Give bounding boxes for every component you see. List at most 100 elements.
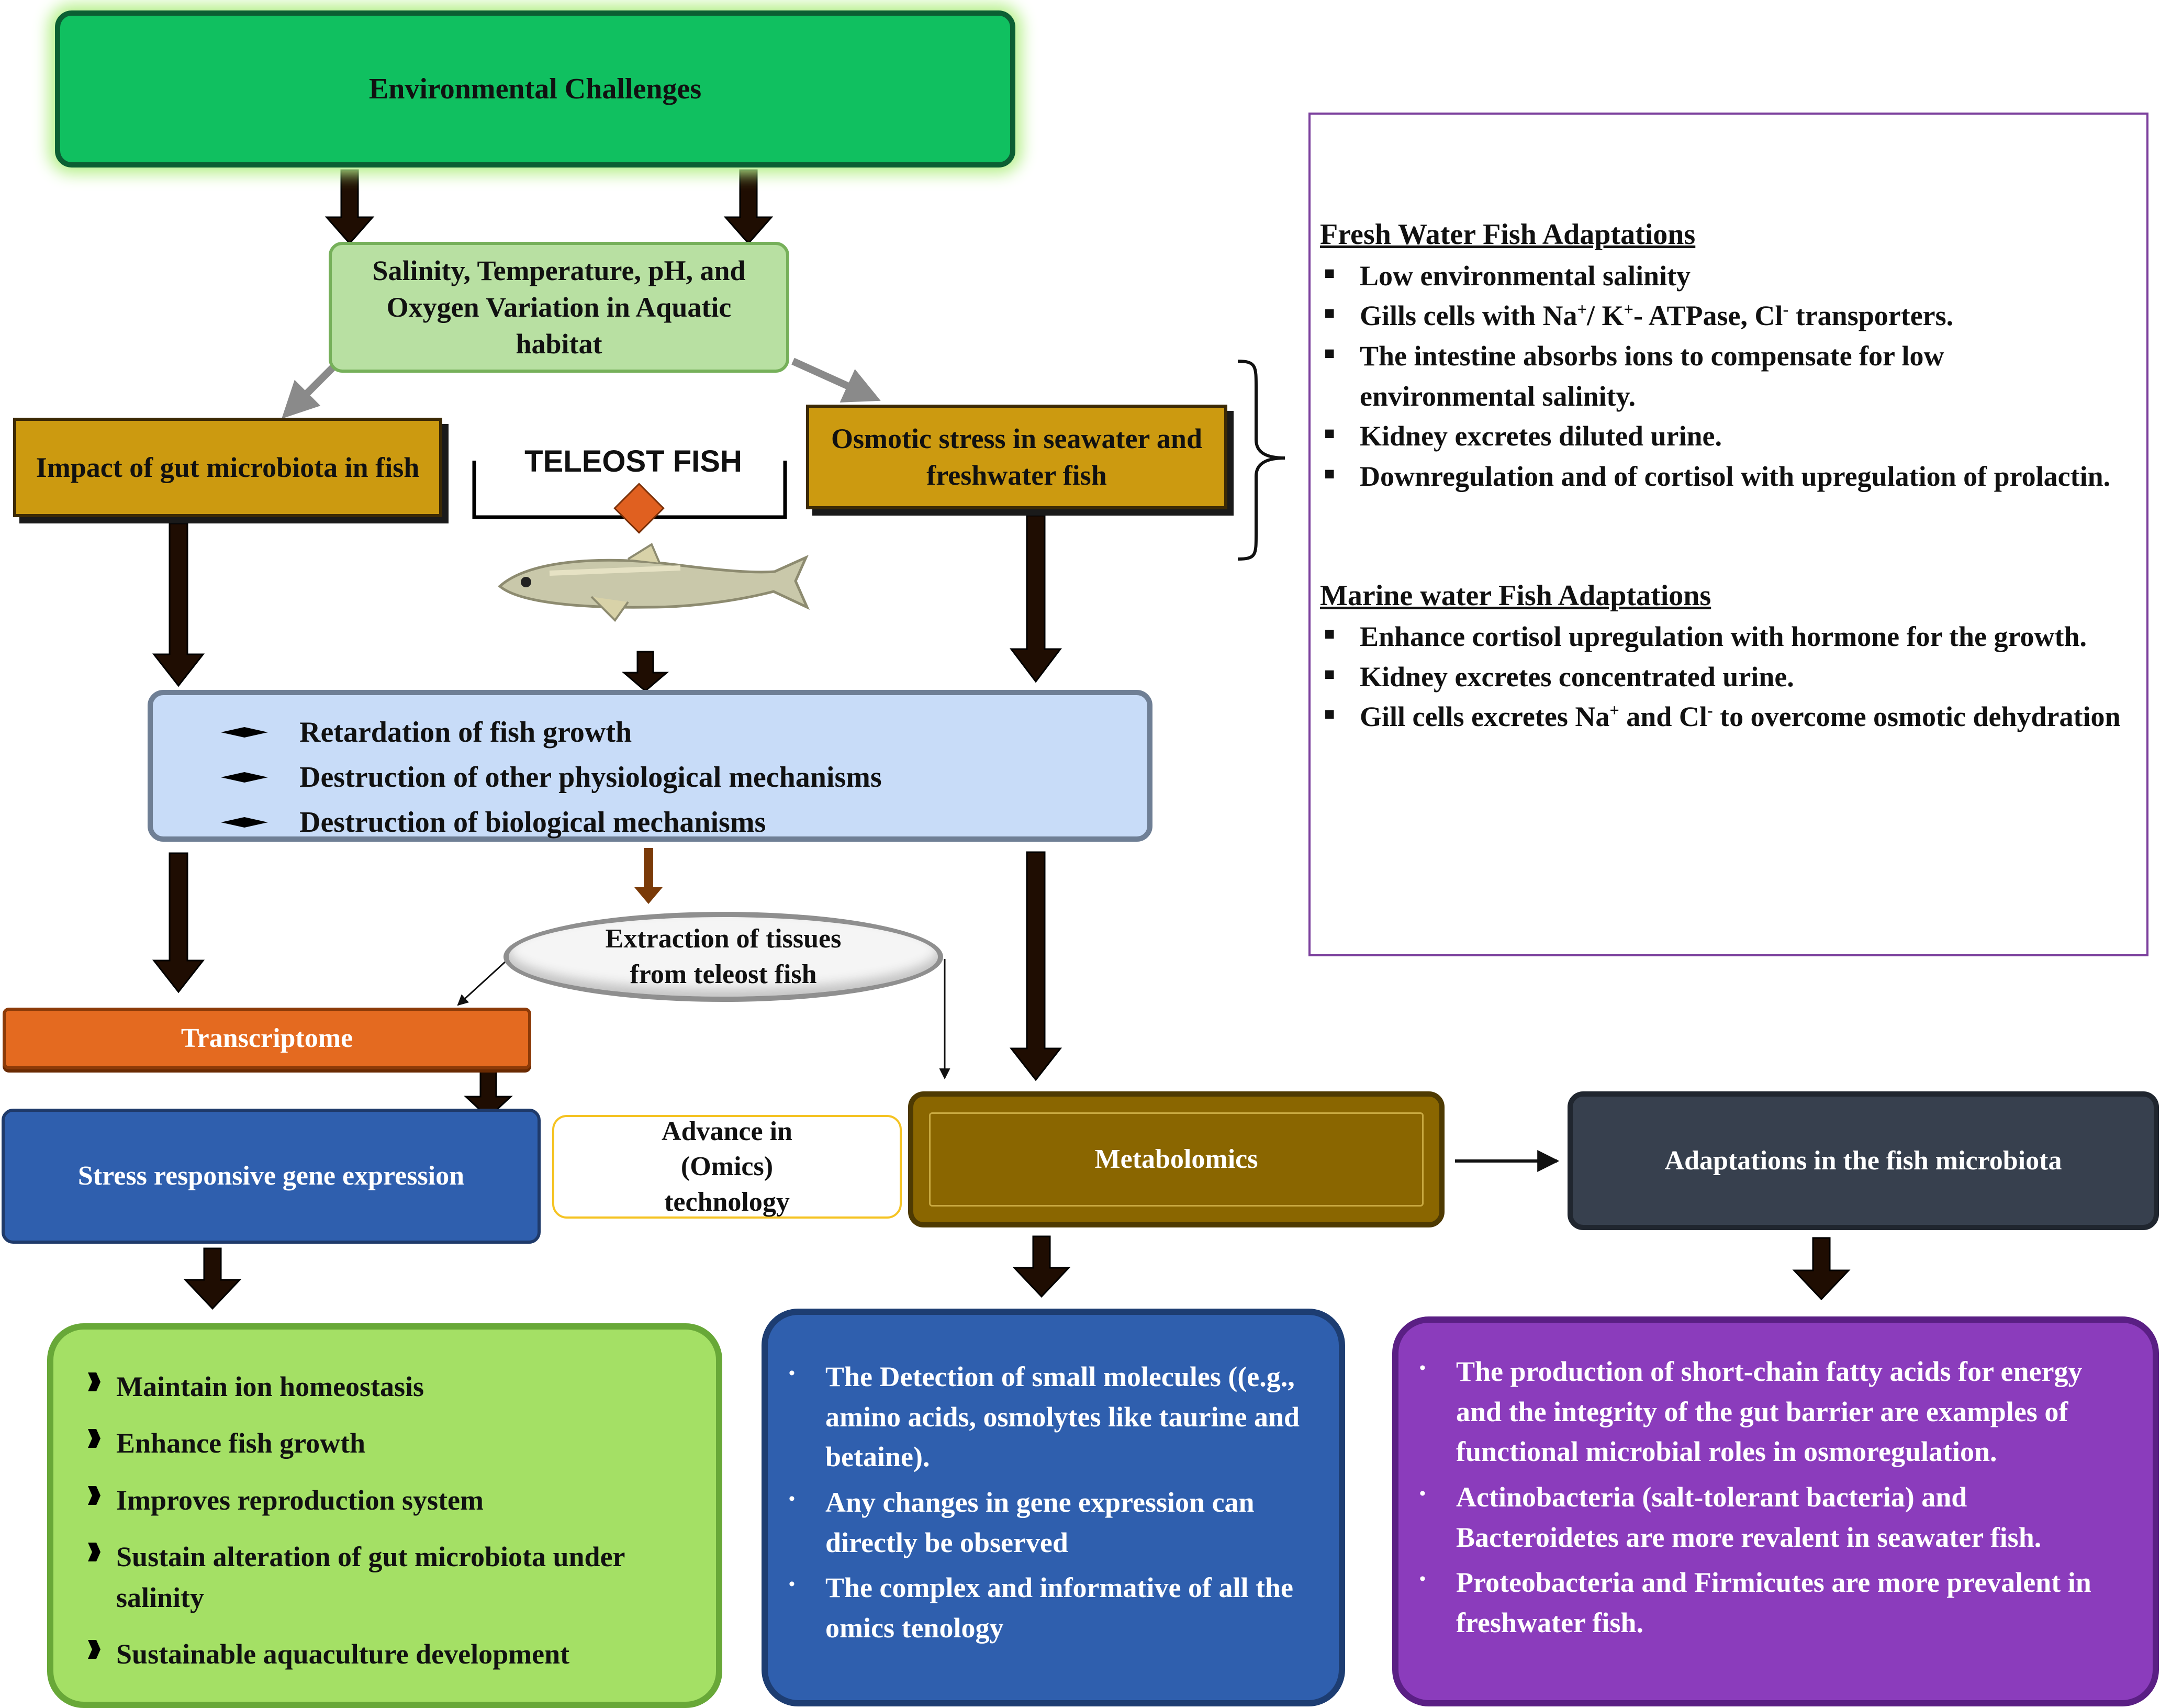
teleost-fish-label: TELEOST FISH — [524, 444, 742, 478]
arrowhead-bullet-icon — [88, 1542, 100, 1561]
down-arrow-icon — [152, 515, 1851, 1310]
list-item-label: Sustain alteration of gut microbiota und… — [116, 1540, 625, 1614]
list-item-label: Maintain ion homeostasis — [116, 1371, 424, 1402]
dot-bullet-icon: • — [1419, 1358, 1426, 1378]
adaptations-panel: Fresh Water Fish Adaptations ■ Low enviro… — [1308, 113, 2148, 956]
effects-box: Retardation of fish growth Destruction o… — [148, 690, 1152, 842]
square-bullet-icon: ■ — [1324, 705, 1335, 724]
square-bullet-icon: ■ — [1324, 424, 1335, 444]
square-bullet-icon: ■ — [1324, 343, 1335, 363]
tissue-extraction-ellipse: Extraction of tissues from teleost fish — [503, 912, 943, 1002]
osmotic-text: Osmotic stress in seawater and freshwate… — [831, 422, 1202, 491]
list-item: ■Gills cells with Na+/ K+- ATPase, Cl- t… — [1320, 296, 2125, 336]
list-item: Improves reproduction system — [74, 1480, 695, 1521]
microbiota-adaptations-box: Adaptations in the fish microbiota — [1568, 1091, 2159, 1230]
list-item-label: Any changes in gene expression can direc… — [825, 1487, 1255, 1558]
list-item: ■ Downregulation and of cortisol with upr… — [1320, 456, 2125, 497]
transcriptome-box: Transcriptome — [3, 1008, 531, 1069]
arrowhead-bullet-icon — [88, 1372, 100, 1391]
freshwater-heading: Fresh Water Fish Adaptations — [1320, 218, 1696, 251]
effect-item: Destruction of other physiological mecha… — [221, 755, 1147, 800]
list-item: • Proteobacteria and Firmicutes are more … — [1419, 1562, 2132, 1643]
stress-gene-expression-box: Stress responsive gene expression — [2, 1109, 541, 1244]
list-item-label: Kidney excretes diluted urine. — [1360, 420, 1722, 452]
extraction-text: Extraction of tissues from teleost fish — [605, 924, 842, 989]
square-bullet-icon: ■ — [1324, 464, 1335, 484]
square-bullet-icon: ■ — [1324, 624, 1335, 644]
arrowhead-bullet-icon — [88, 1486, 100, 1505]
outcomes-list: Maintain ion homeostasis Enhance fish gr… — [47, 1323, 722, 1708]
gut-microbiota-impact-box: Impact of gut microbiota in fish — [13, 418, 442, 517]
diamond-bullet-icon — [221, 772, 268, 783]
transcriptome-text: Transcriptome — [181, 1023, 353, 1054]
metabolomics-text: Metabolomics — [1094, 1144, 1258, 1175]
osmotic-stress-box: Osmotic stress in seawater and freshwate… — [806, 405, 1227, 509]
list-item-label: The production of short-chain fatty acid… — [1456, 1356, 2083, 1468]
effect-label: Destruction of biological mechanisms — [299, 806, 766, 839]
brown-arrow — [634, 848, 663, 904]
stress-text: Stress responsive gene expression — [77, 1161, 465, 1191]
list-item-label: Gills cells with Na+/ K+- ATPase, Cl- tr… — [1360, 300, 1954, 332]
dot-bullet-icon: • — [1419, 1484, 1426, 1504]
effect-item: Destruction of biological mechanisms — [221, 800, 1147, 845]
impact-text: Impact of gut microbiota in fish — [36, 451, 420, 483]
list-item: • Any changes in gene expression can dire… — [789, 1482, 1318, 1562]
list-item: • Actinobacteria (salt-tolerant bacteria… — [1419, 1477, 2132, 1557]
square-bullet-icon: ■ — [1324, 263, 1335, 283]
microbiota-text: Adaptations in the fish microbiota — [1664, 1145, 2062, 1176]
list-item-label: Sustainable aquaculture development — [116, 1638, 570, 1670]
list-item-label: Kidney excretes concentrated urine. — [1360, 661, 1794, 693]
list-item-label: Proteobacteria and Firmicutes are more p… — [1456, 1567, 2091, 1639]
dot-bullet-icon: • — [789, 1364, 795, 1383]
salinity-box: Salinity, Temperature, pH, and Oxygen Va… — [329, 242, 789, 373]
down-arrow-icon — [324, 169, 774, 245]
list-item: Sustain alteration of gut microbiota und… — [74, 1536, 695, 1618]
marine-heading: Marine water Fish Adaptations — [1320, 579, 1711, 612]
list-item-label: Low environmental salinity — [1360, 260, 1691, 292]
curly-bracket — [1237, 360, 1285, 561]
list-item: ■ Gill cells excretes Na+ and Cl- to over… — [1320, 697, 2125, 737]
effect-label: Retardation of fish growth — [299, 716, 632, 749]
list-item-label: Downregulation and of cortisol with upre… — [1360, 460, 2111, 492]
microbiota-findings-list: • The production of short-chain fatty ac… — [1392, 1316, 2159, 1706]
list-item: • The Detection of small molecules ((e.g.… — [789, 1357, 1318, 1477]
dot-bullet-icon: • — [1419, 1569, 1426, 1589]
omics-technology-box: Advance in (Omics) technology — [552, 1115, 902, 1219]
list-item-label: Enhance fish growth — [116, 1427, 366, 1459]
arrowhead-bullet-icon — [88, 1429, 100, 1448]
marine-list: ■ Enhance cortisol upregulation with horm… — [1320, 617, 2125, 737]
salinity-to-osmotic-arrow — [791, 358, 881, 403]
list-item-label: Enhance cortisol upregulation with hormo… — [1360, 621, 2087, 653]
effect-item: Retardation of fish growth — [221, 710, 1147, 755]
list-item-label: The Detection of small molecules ((e.g.,… — [825, 1361, 1300, 1473]
diamond-bullet-icon — [221, 727, 268, 738]
salinity-text: Salinity, Temperature, pH, and Oxygen Va… — [372, 254, 746, 360]
list-item: ■ The intestine absorbs ions to compensat… — [1320, 336, 2125, 416]
list-item-label: The complex and informative of all the o… — [825, 1572, 1293, 1644]
advance-text: Advance in (Omics) technology — [662, 1116, 792, 1217]
list-item-label: Improves reproduction system — [116, 1484, 484, 1516]
list-item-label: Gill cells excretes Na+ and Cl- to overc… — [1360, 701, 2121, 733]
list-item-label: The intestine absorbs ions to compensate… — [1360, 340, 1944, 412]
metabolomics-findings-list: • The Detection of small molecules ((e.g.… — [762, 1309, 1345, 1706]
list-item: • The complex and informative of all the … — [789, 1568, 1318, 1648]
list-item-label: Actinobacteria (salt-tolerant bacteria) … — [1456, 1481, 2042, 1553]
list-item: • The production of short-chain fatty ac… — [1419, 1352, 2132, 1472]
list-item: ■ Low environmental salinity — [1320, 256, 2125, 296]
list-item: ■ Kidney excretes concentrated urine. — [1320, 657, 2125, 697]
arrowhead-bullet-icon — [88, 1640, 100, 1659]
effect-label: Destruction of other physiological mecha… — [299, 761, 882, 794]
diamond-icon — [613, 483, 665, 534]
diamond-bullet-icon — [221, 817, 268, 828]
dot-bullet-icon: • — [789, 1489, 795, 1509]
environmental-challenges-box: Environmental Challenges — [55, 10, 1015, 168]
list-item: ■ Enhance cortisol upregulation with horm… — [1320, 617, 2125, 657]
list-item: ■ Kidney excretes diluted urine. — [1320, 416, 2125, 456]
environmental-challenges-title: Environmental Challenges — [368, 72, 702, 105]
freshwater-list: ■Low environmental salinity ■Gills cells… — [1320, 256, 2125, 497]
list-item: Maintain ion homeostasis — [74, 1366, 695, 1407]
square-bullet-icon: ■ — [1324, 664, 1335, 684]
fish-icon — [498, 543, 810, 622]
dot-bullet-icon: • — [789, 1575, 795, 1594]
